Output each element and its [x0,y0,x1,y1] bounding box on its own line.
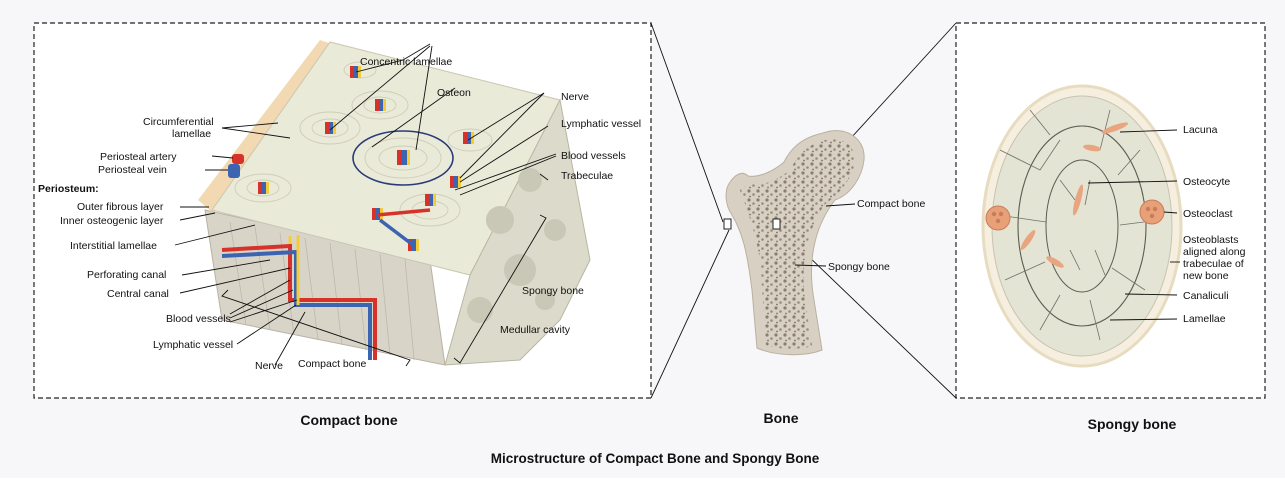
zoom-marker-spongy [773,219,780,229]
label-lamellae: Lamellae [1183,313,1226,325]
label-compact-bone-inner: Compact bone [298,358,366,370]
zoom-marker-compact [724,219,731,229]
label-blood-vessels-top: Blood vessels [561,150,626,162]
label-femur-spongy-bone: Spongy bone [828,261,890,273]
label-blood-vessels-bottom: Blood vessels [166,313,231,325]
label-osteoblasts-2: aligned along [1183,246,1246,258]
label-lymphatic-vessel-bottom: Lymphatic vessel [153,339,233,351]
label-medullar-cavity: Medullar cavity [500,324,571,336]
label-osteoblasts-3: trabeculae of [1183,258,1244,270]
label-nerve-bottom: Nerve [255,360,283,372]
label-osteoclast: Osteoclast [1183,208,1233,220]
label-osteoblasts-4: new bone [1183,270,1229,282]
label-canaliculi: Canaliculi [1183,290,1229,302]
label-circumferential-lamellae-2: lamellae [172,128,211,140]
caption-bone: Bone [764,410,799,426]
label-osteocyte: Osteocyte [1183,176,1230,188]
caption-compact-bone: Compact bone [300,412,397,428]
label-concentric-lamellae: Concentric lamellae [360,56,452,68]
label-outer-fibrous-layer: Outer fibrous layer [77,201,164,213]
label-periosteal-artery: Periosteal artery [100,151,177,163]
caption-spongy-bone: Spongy bone [1088,416,1177,432]
label-osteon: Osteon [437,87,471,99]
label-periosteum: Periosteum: [38,183,99,195]
label-periosteal-vein: Periosteal vein [98,164,167,176]
label-inner-osteogenic-layer: Inner osteogenic layer [60,215,164,227]
label-circumferential-lamellae-1: Circumferential [143,116,214,128]
label-spongy-bone-inner: Spongy bone [522,285,584,297]
label-femur-compact-bone: Compact bone [857,198,925,210]
femur-illustration [724,131,864,355]
label-interstitial-lamellae: Interstitial lamellae [70,240,157,252]
label-central-canal: Central canal [107,288,169,300]
spongy-bone-illustration [983,86,1181,366]
label-trabeculae: Trabeculae [561,170,613,182]
label-lacuna: Lacuna [1183,124,1218,136]
label-lymphatic-vessel-top: Lymphatic vessel [561,118,641,130]
label-osteoblasts-1: Osteoblasts [1183,234,1238,246]
figure-title: Microstructure of Compact Bone and Spong… [491,451,820,466]
label-nerve-top: Nerve [561,91,589,103]
label-perforating-canal: Perforating canal [87,269,166,281]
